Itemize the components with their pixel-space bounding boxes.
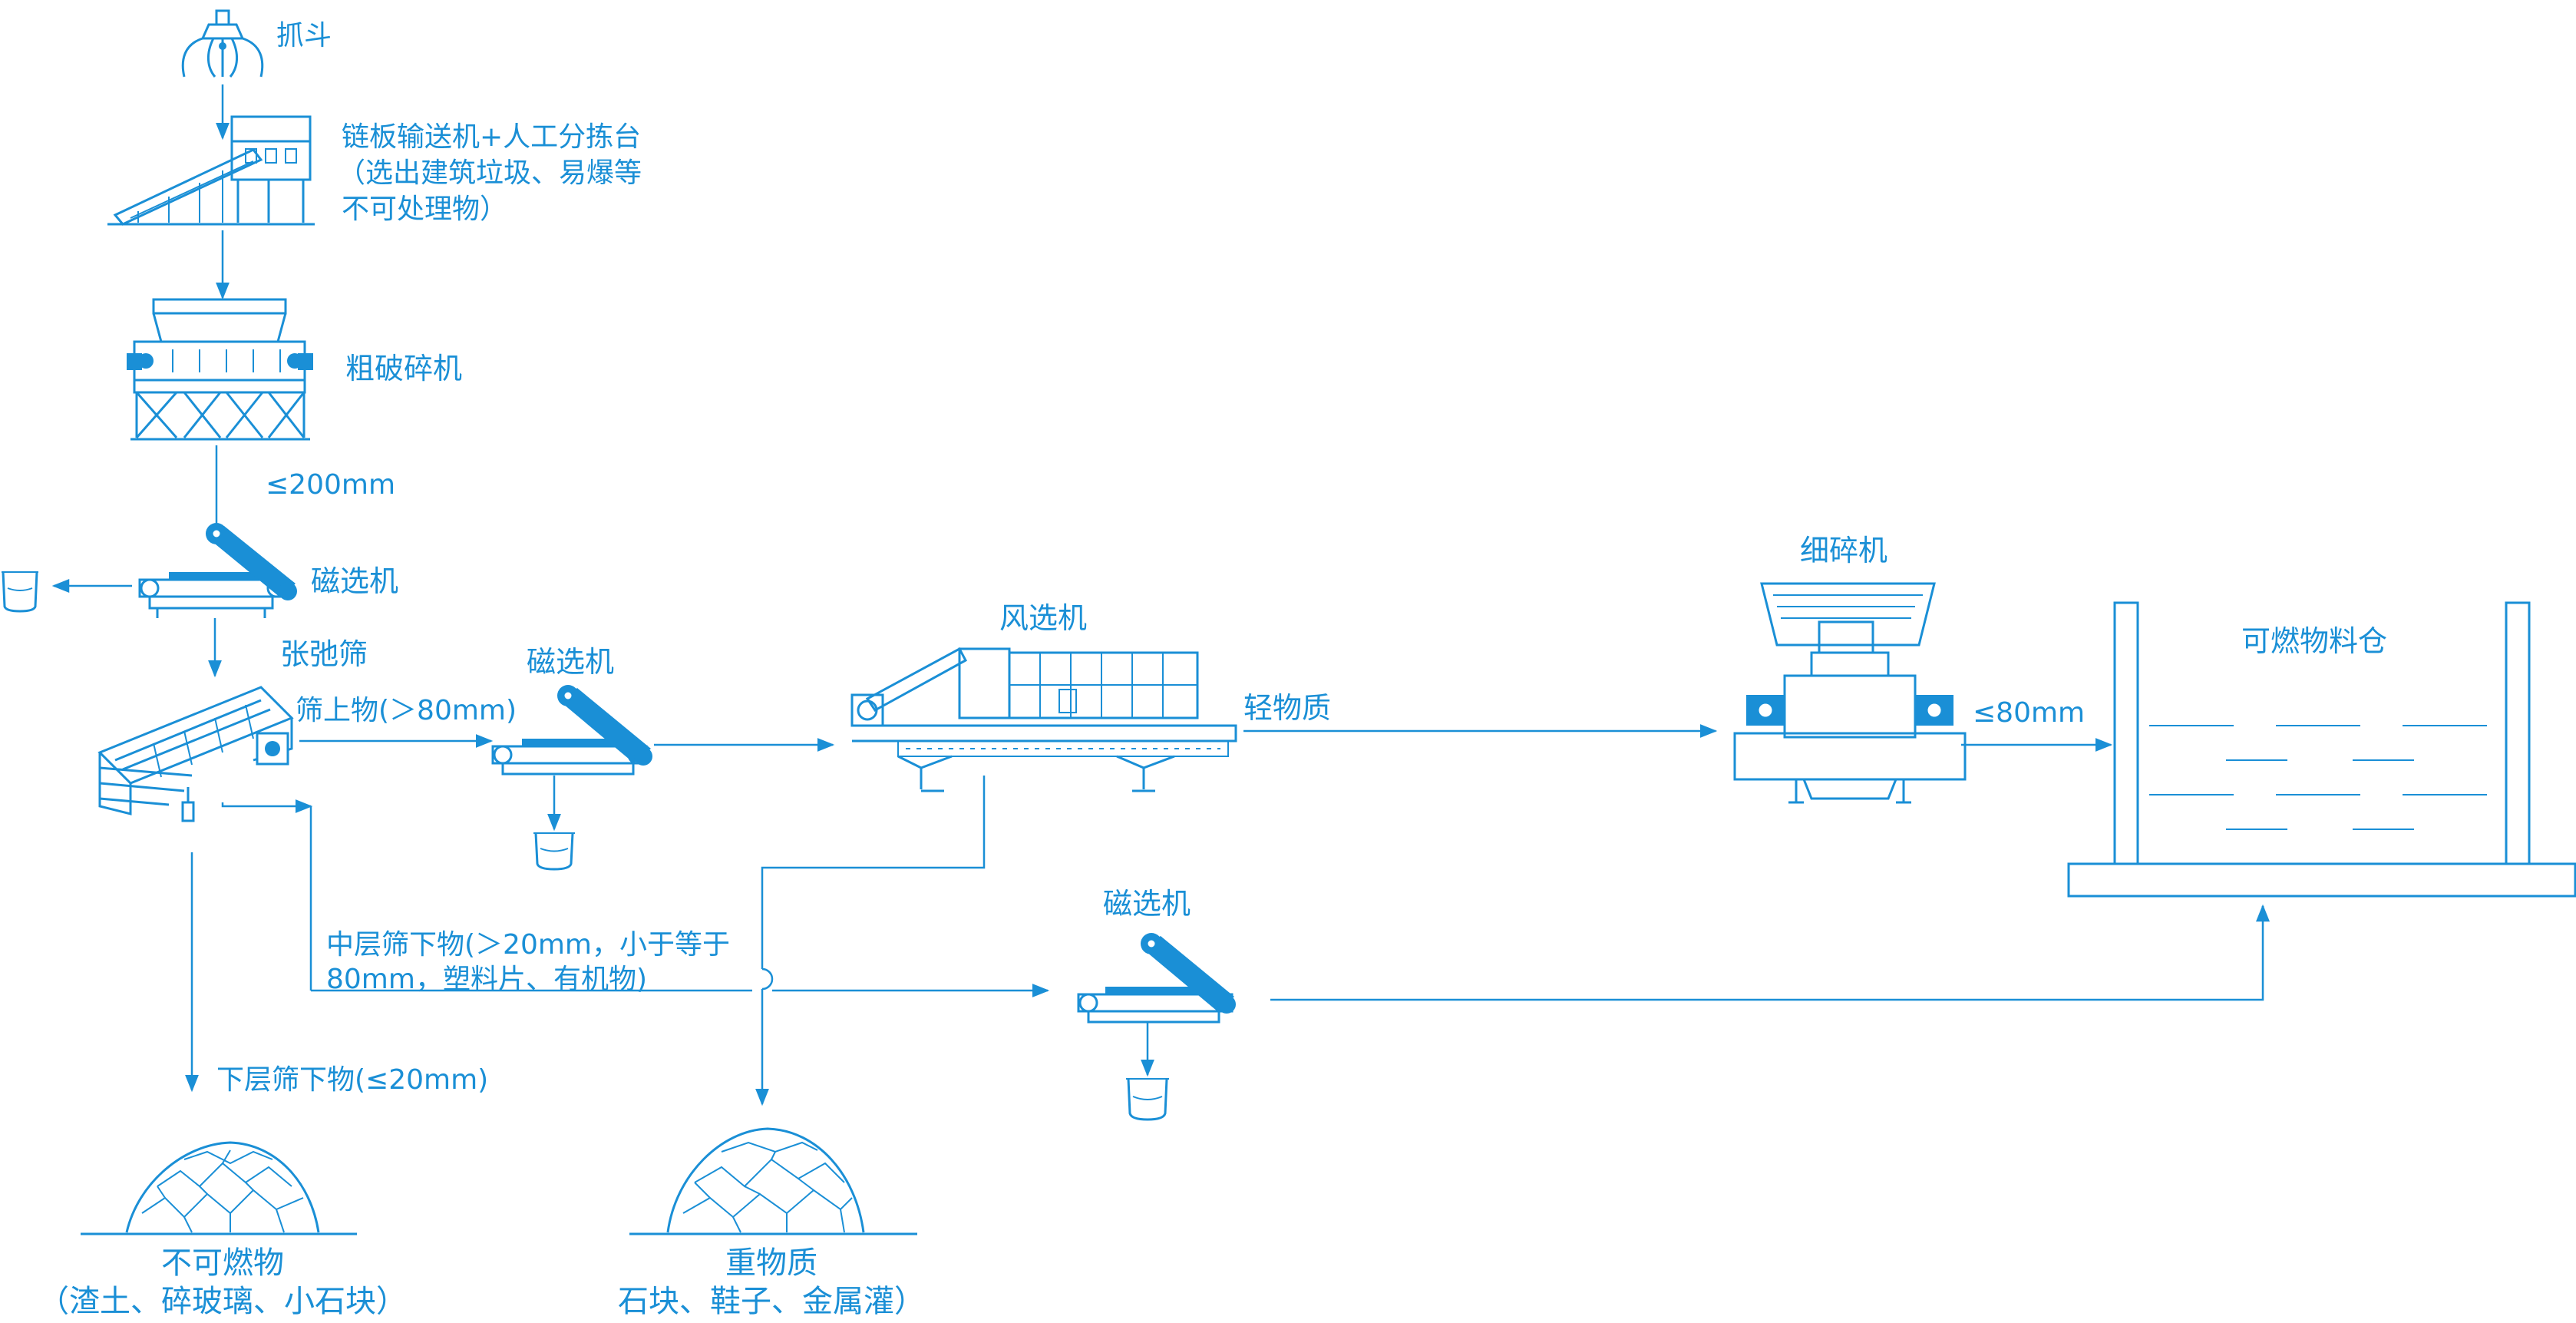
magnetic-separator-1-icon (138, 523, 297, 618)
fine-crusher-label: 细碎机 (1800, 534, 1887, 567)
scrap-bucket-icon (533, 832, 575, 871)
non-combustible-pile-icon (81, 1141, 357, 1235)
non-combustible-title: 不可燃物 (161, 1245, 284, 1281)
magnetic-separator-2-icon (491, 685, 652, 776)
non-combustible-detail: （渣土、碎玻璃、小石块） (38, 1284, 407, 1319)
tension-screen-label: 张弛筛 (280, 637, 368, 671)
lower-undersize-label: 下层筛下物(≤20mm) (216, 1064, 488, 1096)
heavy-material-title: 重物质 (725, 1245, 817, 1281)
middle-undersize-label-line2: 80mm，塑料片、有机物) (326, 964, 647, 995)
heavy-material-detail: 石块、鞋子、金属灌） (618, 1284, 925, 1319)
grab-icon (181, 9, 264, 78)
fine-crusher-icon (1733, 582, 1967, 804)
tension-screen-icon (97, 686, 294, 822)
grab-label: 抓斗 (276, 20, 332, 51)
fuel-bin-label: 可燃物料仓 (2241, 624, 2387, 658)
wind-separator-icon (850, 647, 1237, 792)
middle-undersize-label-line1: 中层筛下物(＞20mm，小于等于 (326, 929, 730, 961)
magnetic-separator-1-label: 磁选机 (311, 564, 398, 598)
size-80-label: ≤80mm (1973, 697, 2085, 729)
chain-conveyor-label-line3: 不可处理物） (342, 193, 507, 225)
magnetic-separator-3-label: 磁选机 (1103, 887, 1191, 921)
coarse-crusher-icon (127, 298, 313, 441)
magnetic-separator-3-icon (1077, 933, 1236, 1024)
screen-oversize-label: 筛上物(＞80mm) (296, 695, 517, 726)
chain-conveyor-icon (107, 115, 315, 226)
fuel-bin-icon (2067, 601, 2576, 898)
chain-conveyor-label-line2: （选出建筑垃圾、易爆等 (338, 157, 642, 189)
light-material-label: 轻物质 (1243, 691, 1331, 725)
size-200-label: ≤200mm (266, 469, 395, 501)
wind-separator-label: 风选机 (999, 601, 1087, 635)
magnetic-separator-2-label: 磁选机 (527, 645, 614, 679)
scrap-bucket-icon (1126, 1078, 1169, 1121)
heavy-material-pile-icon (629, 1127, 917, 1235)
flow-lines (51, 84, 2270, 1106)
scrap-bucket-icon (2, 571, 38, 613)
chain-conveyor-label-line1: 链板输送机+人工分拣台 (342, 121, 641, 153)
coarse-crusher-label: 粗破碎机 (345, 352, 462, 385)
